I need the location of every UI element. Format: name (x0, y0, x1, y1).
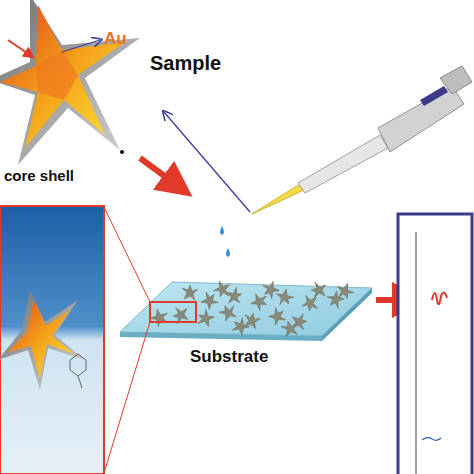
core-shell-label: core shell (4, 168, 74, 185)
nanostar (199, 290, 221, 312)
substrate-label: Substrate (190, 348, 268, 367)
nanostar (280, 319, 300, 338)
nanostar (267, 305, 289, 327)
nanostar (250, 292, 270, 312)
nanostar (195, 308, 215, 329)
nanostar (335, 282, 355, 302)
nanostar (218, 302, 239, 323)
au-label: Au (104, 30, 127, 49)
sample-label: Sample (150, 52, 221, 74)
nanostar (230, 315, 252, 337)
nanostar (149, 307, 170, 328)
nanostar (225, 286, 244, 306)
nanostar (212, 280, 231, 299)
nanostar (260, 279, 282, 301)
nanostar (301, 295, 318, 311)
nanostar (182, 285, 198, 300)
nanostar (311, 282, 326, 298)
